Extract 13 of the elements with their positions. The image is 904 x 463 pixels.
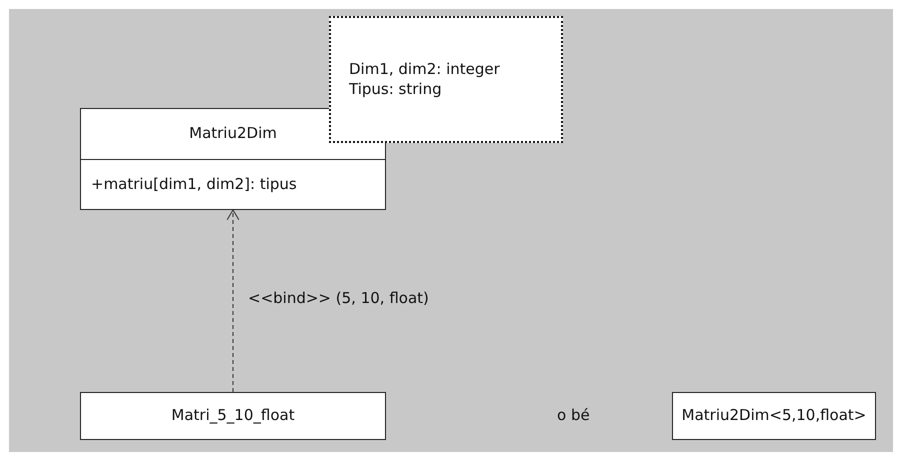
parameter-text: Tipus: string <box>349 80 443 99</box>
parameter-text: Dim1, dim2: integer <box>349 60 501 80</box>
template-parameter-note <box>329 16 563 143</box>
class-box <box>672 392 876 440</box>
class-name: Matri_5_10_float <box>171 406 295 426</box>
attribute-text: +matriu[dim1, dim2]: tipus <box>91 174 297 194</box>
class-box <box>80 392 386 440</box>
class-name: Matriu2Dim <box>189 124 277 144</box>
edge-label: <<bind>> (5, 10, float) <box>248 289 429 307</box>
class-box <box>80 108 386 210</box>
class-name: Matriu2Dim<5,10,float> <box>682 406 866 426</box>
dependency-arrow <box>226 210 240 392</box>
alternative-text: o bé <box>557 406 590 424</box>
